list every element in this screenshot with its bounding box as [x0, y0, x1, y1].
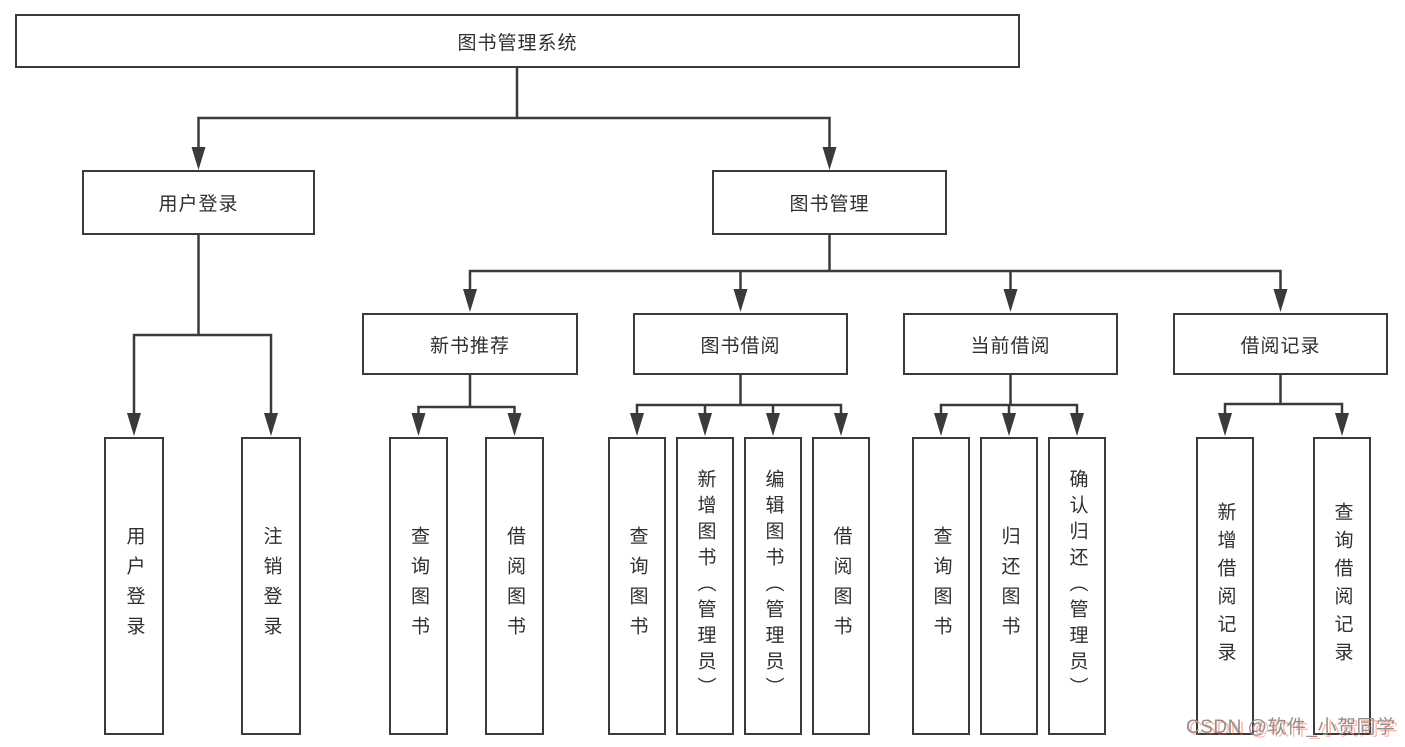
- connector-userlogin-to-leaves: [132, 233, 273, 418]
- arrow-icon: [1335, 413, 1349, 436]
- leaf-current-query-label: 查询图书: [930, 526, 952, 646]
- leaf-borrow-add-book-admin: 新增图书（管理员）: [676, 437, 734, 735]
- arrow-icon: [822, 147, 837, 170]
- leaf-newbooks-borrow-label: 借阅图书: [504, 526, 525, 646]
- node-current-borrowing: 当前借阅: [903, 313, 1118, 375]
- leaf-newbooks-query: 查询图书: [389, 437, 448, 735]
- node-user-login-label: 用户登录: [158, 194, 239, 215]
- leaf-newbooks-borrow: 借阅图书: [485, 437, 544, 735]
- node-book-management: 图书管理: [712, 170, 947, 235]
- node-book-borrowing-label: 图书借阅: [700, 335, 781, 357]
- node-root-label: 图书管理系统: [457, 32, 578, 54]
- node-borrowing-records: 借阅记录: [1173, 313, 1388, 375]
- node-new-book-recommend: 新书推荐: [362, 313, 578, 375]
- arrow-icon: [463, 289, 477, 312]
- arrow-icon: [127, 413, 141, 436]
- leaf-confirm-return-admin-label: 确认归还（管理员）: [1066, 469, 1088, 703]
- arrow-icon: [1273, 289, 1288, 312]
- arrow-icon: [264, 413, 278, 436]
- node-user-login: 用户登录: [82, 170, 315, 235]
- arrow-icon: [733, 289, 748, 312]
- leaf-borrow-add-book-admin-label: 新增图书（管理员）: [694, 469, 716, 703]
- leaf-return-book-label: 归还图书: [998, 526, 1020, 646]
- node-book-management-label: 图书管理: [789, 194, 870, 215]
- arrow-icon: [1002, 413, 1016, 436]
- leaf-logout-label: 注销登录: [260, 526, 282, 646]
- leaf-user-login-label: 用户登录: [123, 526, 145, 646]
- leaf-borrow-book-label: 借阅图书: [830, 526, 852, 646]
- leaf-borrow-book: 借阅图书: [812, 437, 870, 735]
- leaf-user-login: 用户登录: [104, 437, 164, 735]
- node-borrowing-records-label: 借阅记录: [1240, 335, 1321, 357]
- leaf-query-borrow-record-label: 查询借阅记录: [1331, 502, 1353, 670]
- connector-bookborrow-to-leaves: [635, 373, 843, 418]
- connector-records-to-leaves: [1223, 373, 1344, 418]
- leaf-confirm-return-admin: 确认归还（管理员）: [1048, 437, 1106, 735]
- leaf-borrow-query-label: 查询图书: [626, 526, 648, 646]
- leaf-add-borrow-record-label: 新增借阅记录: [1214, 502, 1236, 670]
- node-book-borrowing: 图书借阅: [633, 313, 848, 375]
- arrow-icon: [698, 413, 712, 436]
- node-new-book-recommend-label: 新书推荐: [429, 335, 510, 357]
- connector-currentborrow-to-leaves: [939, 373, 1079, 418]
- leaf-return-book: 归还图书: [980, 437, 1038, 735]
- arrow-icon: [630, 413, 644, 436]
- leaf-add-borrow-record: 新增借阅记录: [1196, 437, 1254, 735]
- arrow-icon: [1218, 413, 1232, 436]
- leaf-newbooks-query-label: 查询图书: [408, 526, 429, 646]
- arrow-icon: [507, 413, 522, 436]
- node-root: 图书管理系统: [15, 14, 1020, 68]
- arrow-icon: [191, 147, 206, 170]
- connector-newbooks-to-leaves: [417, 373, 516, 418]
- leaf-borrow-edit-book-admin: 编辑图书（管理员）: [744, 437, 802, 735]
- arrow-icon: [766, 413, 780, 436]
- arrow-icon: [411, 413, 426, 436]
- watermark: CSDN @软件_小贺同学: [1186, 717, 1396, 738]
- leaf-borrow-query: 查询图书: [608, 437, 666, 735]
- node-current-borrowing-label: 当前借阅: [970, 335, 1051, 357]
- arrow-icon: [1003, 289, 1018, 312]
- connector-bookmgmt-to-level3: [468, 233, 1282, 294]
- leaf-query-borrow-record: 查询借阅记录: [1313, 437, 1371, 735]
- leaf-logout: 注销登录: [241, 437, 301, 735]
- arrow-icon: [934, 413, 948, 436]
- arrow-icon: [1070, 413, 1084, 436]
- leaf-current-query: 查询图书: [912, 437, 970, 735]
- arrowheads: [127, 147, 1349, 436]
- connector-root-to-level2: [197, 66, 831, 152]
- arrow-icon: [834, 413, 848, 436]
- leaf-borrow-edit-book-admin-label: 编辑图书（管理员）: [762, 469, 784, 703]
